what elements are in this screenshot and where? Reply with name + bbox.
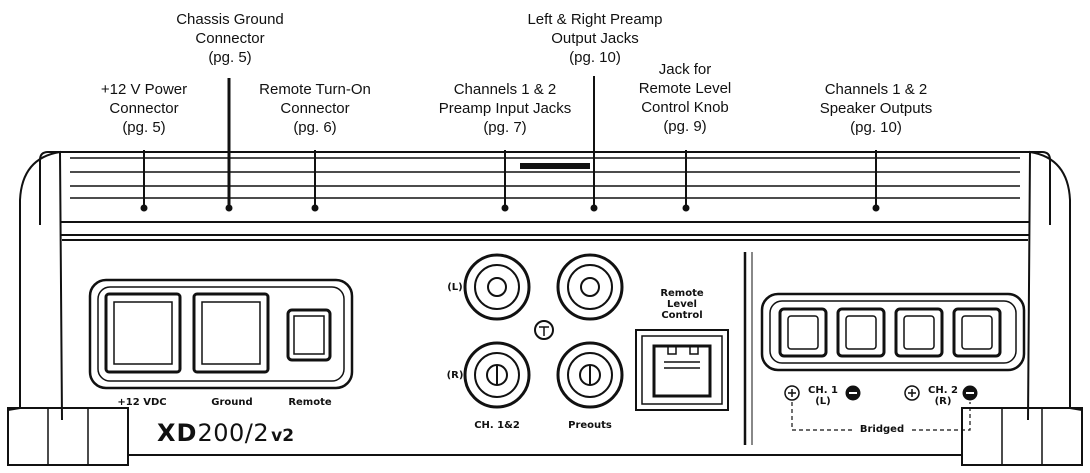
rca-jacks [463,253,624,409]
heatsink [39,151,1051,236]
label-ground: Ground [211,397,253,408]
model-logo-number: 200/2 [197,419,270,447]
end-caps [7,150,1083,466]
model-logo-v2: v2 [271,426,295,446]
label-12vdc: +12 VDC [117,397,167,408]
leader-dots [140,204,880,212]
model-logo-xd: XD [157,419,198,447]
callout-chassis-ground: Chassis Ground Connector (pg. 5) [176,11,284,66]
label-ch12: CH. 1&2 [474,420,520,431]
label-preouts: Preouts [568,420,612,431]
leader-lines [143,76,877,207]
callout-rlc-jack: Jack for Remote Level Control Knob (pg. … [638,61,732,135]
label-remote-level-control: Remote Level Control [660,288,704,321]
front-panel [62,239,1028,456]
callout-speaker-outputs: Channels 1 & 2 Speaker Outputs (pg. 10) [819,81,933,136]
label-left: (L) [447,282,463,293]
label-ch2: CH. 2 (R) [928,385,958,407]
label-ch1: CH. 1 (L) [808,385,838,407]
label-bridged: Bridged [852,424,912,435]
callout-power-connector: +12 V Power Connector (pg. 5) [100,81,188,136]
callout-preamp-inputs: Channels 1 & 2 Preamp Input Jacks (pg. 7… [438,81,572,136]
callout-preamp-outputs: Left & Right Preamp Output Jacks (pg. 10… [527,11,663,66]
label-right: (R) [446,370,464,381]
callout-remote-turn-on: Remote Turn-On Connector (pg. 6) [259,81,371,136]
label-remote: Remote [288,397,332,408]
